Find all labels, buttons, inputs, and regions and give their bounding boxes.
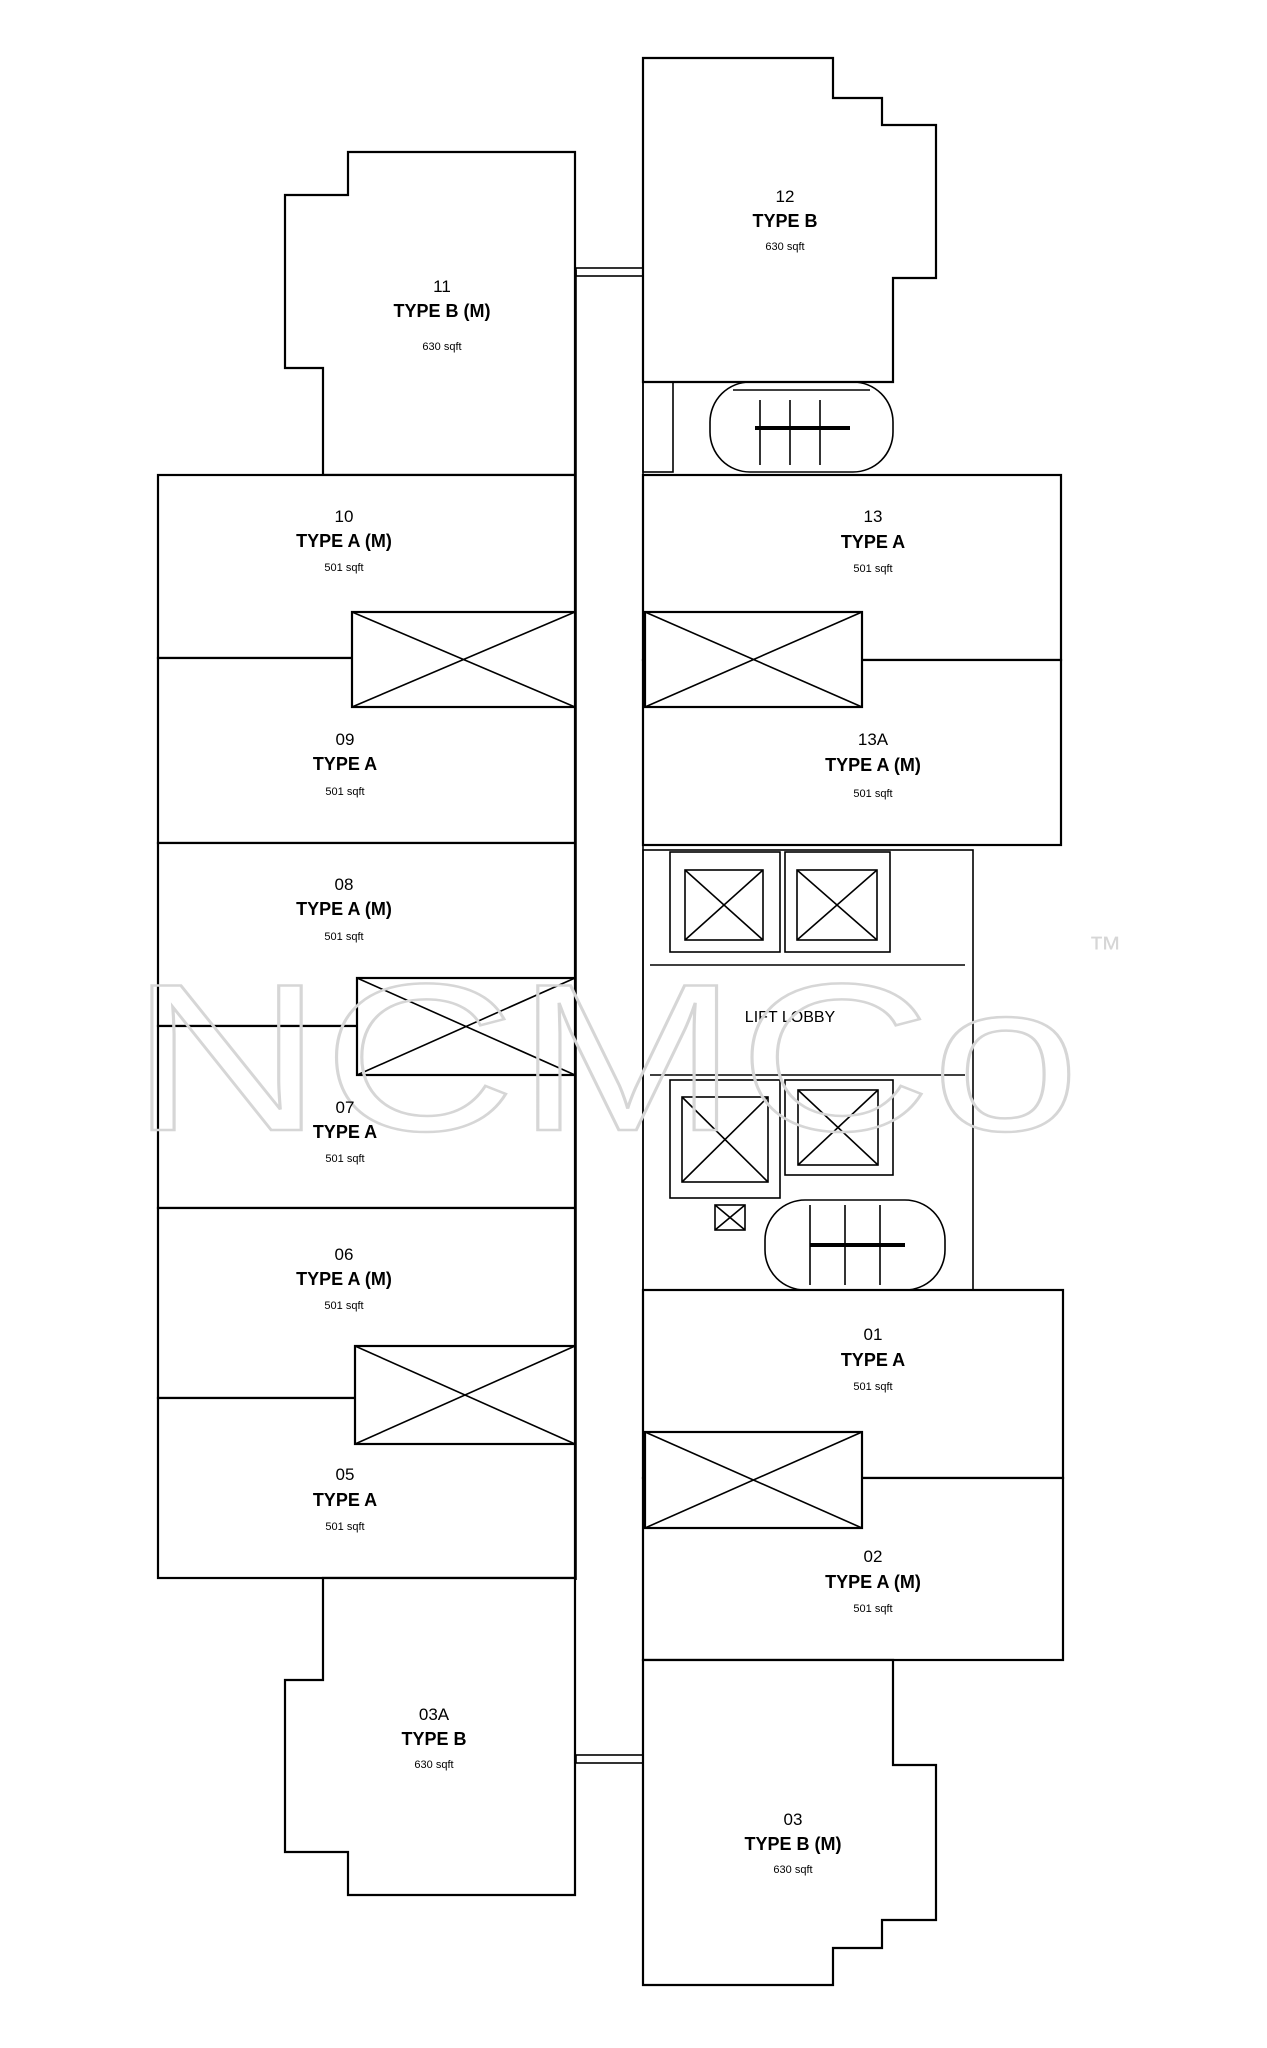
unit-type: TYPE A (M) (296, 899, 392, 919)
unit-05-label: 05 TYPE A 501 sqft (313, 1465, 377, 1533)
unit-number: 13A (858, 730, 889, 749)
unit-area: 501 sqft (325, 1521, 364, 1533)
unit-area: 630 sqft (765, 241, 804, 253)
unit-number: 03A (419, 1705, 450, 1724)
unit-type: TYPE B (401, 1729, 466, 1749)
unit-number: 11 (433, 277, 451, 296)
unit-type: TYPE A (M) (825, 755, 921, 775)
unit-area: 501 sqft (325, 1153, 364, 1165)
unit-type: TYPE A (M) (296, 1269, 392, 1289)
unit-area: 501 sqft (325, 786, 364, 798)
unit-area: 501 sqft (853, 1603, 892, 1615)
unit-type: TYPE A (841, 1350, 905, 1370)
watermark-trademark: ™ (1088, 930, 1122, 968)
stair-top (642, 381, 894, 473)
unit-number: 06 (335, 1245, 354, 1264)
unit-11-outline (283, 150, 577, 477)
unit-type: TYPE A (313, 754, 377, 774)
unit-type: TYPE A (M) (825, 1572, 921, 1592)
unit-number: 08 (335, 875, 354, 894)
unit-13a-label: 13A TYPE A (M) 501 sqft (825, 730, 921, 800)
lift-core (642, 849, 974, 1291)
unit-10-label: 10 TYPE A (M) 501 sqft (296, 507, 392, 574)
unit-02-label: 02 TYPE A (M) 501 sqft (825, 1547, 921, 1615)
unit-area: 630 sqft (414, 1759, 453, 1771)
unit-13-label: 13 TYPE A 501 sqft (841, 507, 905, 575)
unit-09-label: 09 TYPE A 501 sqft (313, 730, 377, 798)
unit-area: 501 sqft (324, 1300, 363, 1312)
unit-area: 501 sqft (324, 562, 363, 574)
unit-area: 630 sqft (422, 341, 461, 353)
unit-06-label: 06 TYPE A (M) 501 sqft (296, 1245, 392, 1312)
unit-03-outline (641, 1658, 938, 1987)
unit-type: TYPE B (M) (745, 1834, 842, 1854)
unit-07-label: 07 TYPE A 501 sqft (313, 1098, 377, 1165)
lift-lobby-label: LIFT LOBBY (745, 1009, 836, 1026)
unit-08-label: 08 TYPE A (M) 501 sqft (296, 875, 392, 943)
unit-03-label: 03 TYPE B (M) 630 sqft (745, 1810, 842, 1876)
unit-area: 501 sqft (324, 931, 363, 943)
unit-area: 501 sqft (853, 788, 892, 800)
unit-area: 501 sqft (853, 563, 892, 575)
unit-type: TYPE A (313, 1122, 377, 1142)
unit-03a-outline (283, 1576, 577, 1897)
unit-type: TYPE B (M) (394, 301, 491, 321)
unit-area: 630 sqft (773, 1864, 812, 1876)
unit-number: 13 (864, 507, 883, 526)
unit-type: TYPE B (752, 211, 817, 231)
unit-number: 05 (336, 1465, 355, 1484)
unit-number: 10 (335, 507, 354, 526)
unit-01-label: 01 TYPE A 501 sqft (841, 1325, 905, 1393)
unit-03a-label: 03A TYPE B 630 sqft (401, 1705, 466, 1771)
unit-type: TYPE A (M) (296, 531, 392, 551)
unit-type: TYPE A (841, 532, 905, 552)
unit-number: 02 (864, 1547, 883, 1566)
unit-number: 01 (864, 1325, 883, 1344)
unit-number: 03 (784, 1810, 803, 1829)
unit-number: 09 (336, 730, 355, 749)
unit-number: 12 (776, 187, 795, 206)
unit-area: 501 sqft (853, 1381, 892, 1393)
watermark-text: NCMCo (130, 940, 1080, 1175)
unit-12-label: 12 TYPE B 630 sqft (752, 187, 817, 253)
unit-11-label: 11 TYPE B (M) 630 sqft (394, 277, 491, 353)
watermark: NCMCo ™ (129, 930, 1122, 1176)
unit-type: TYPE A (313, 1490, 377, 1510)
unit-number: 07 (336, 1098, 355, 1117)
